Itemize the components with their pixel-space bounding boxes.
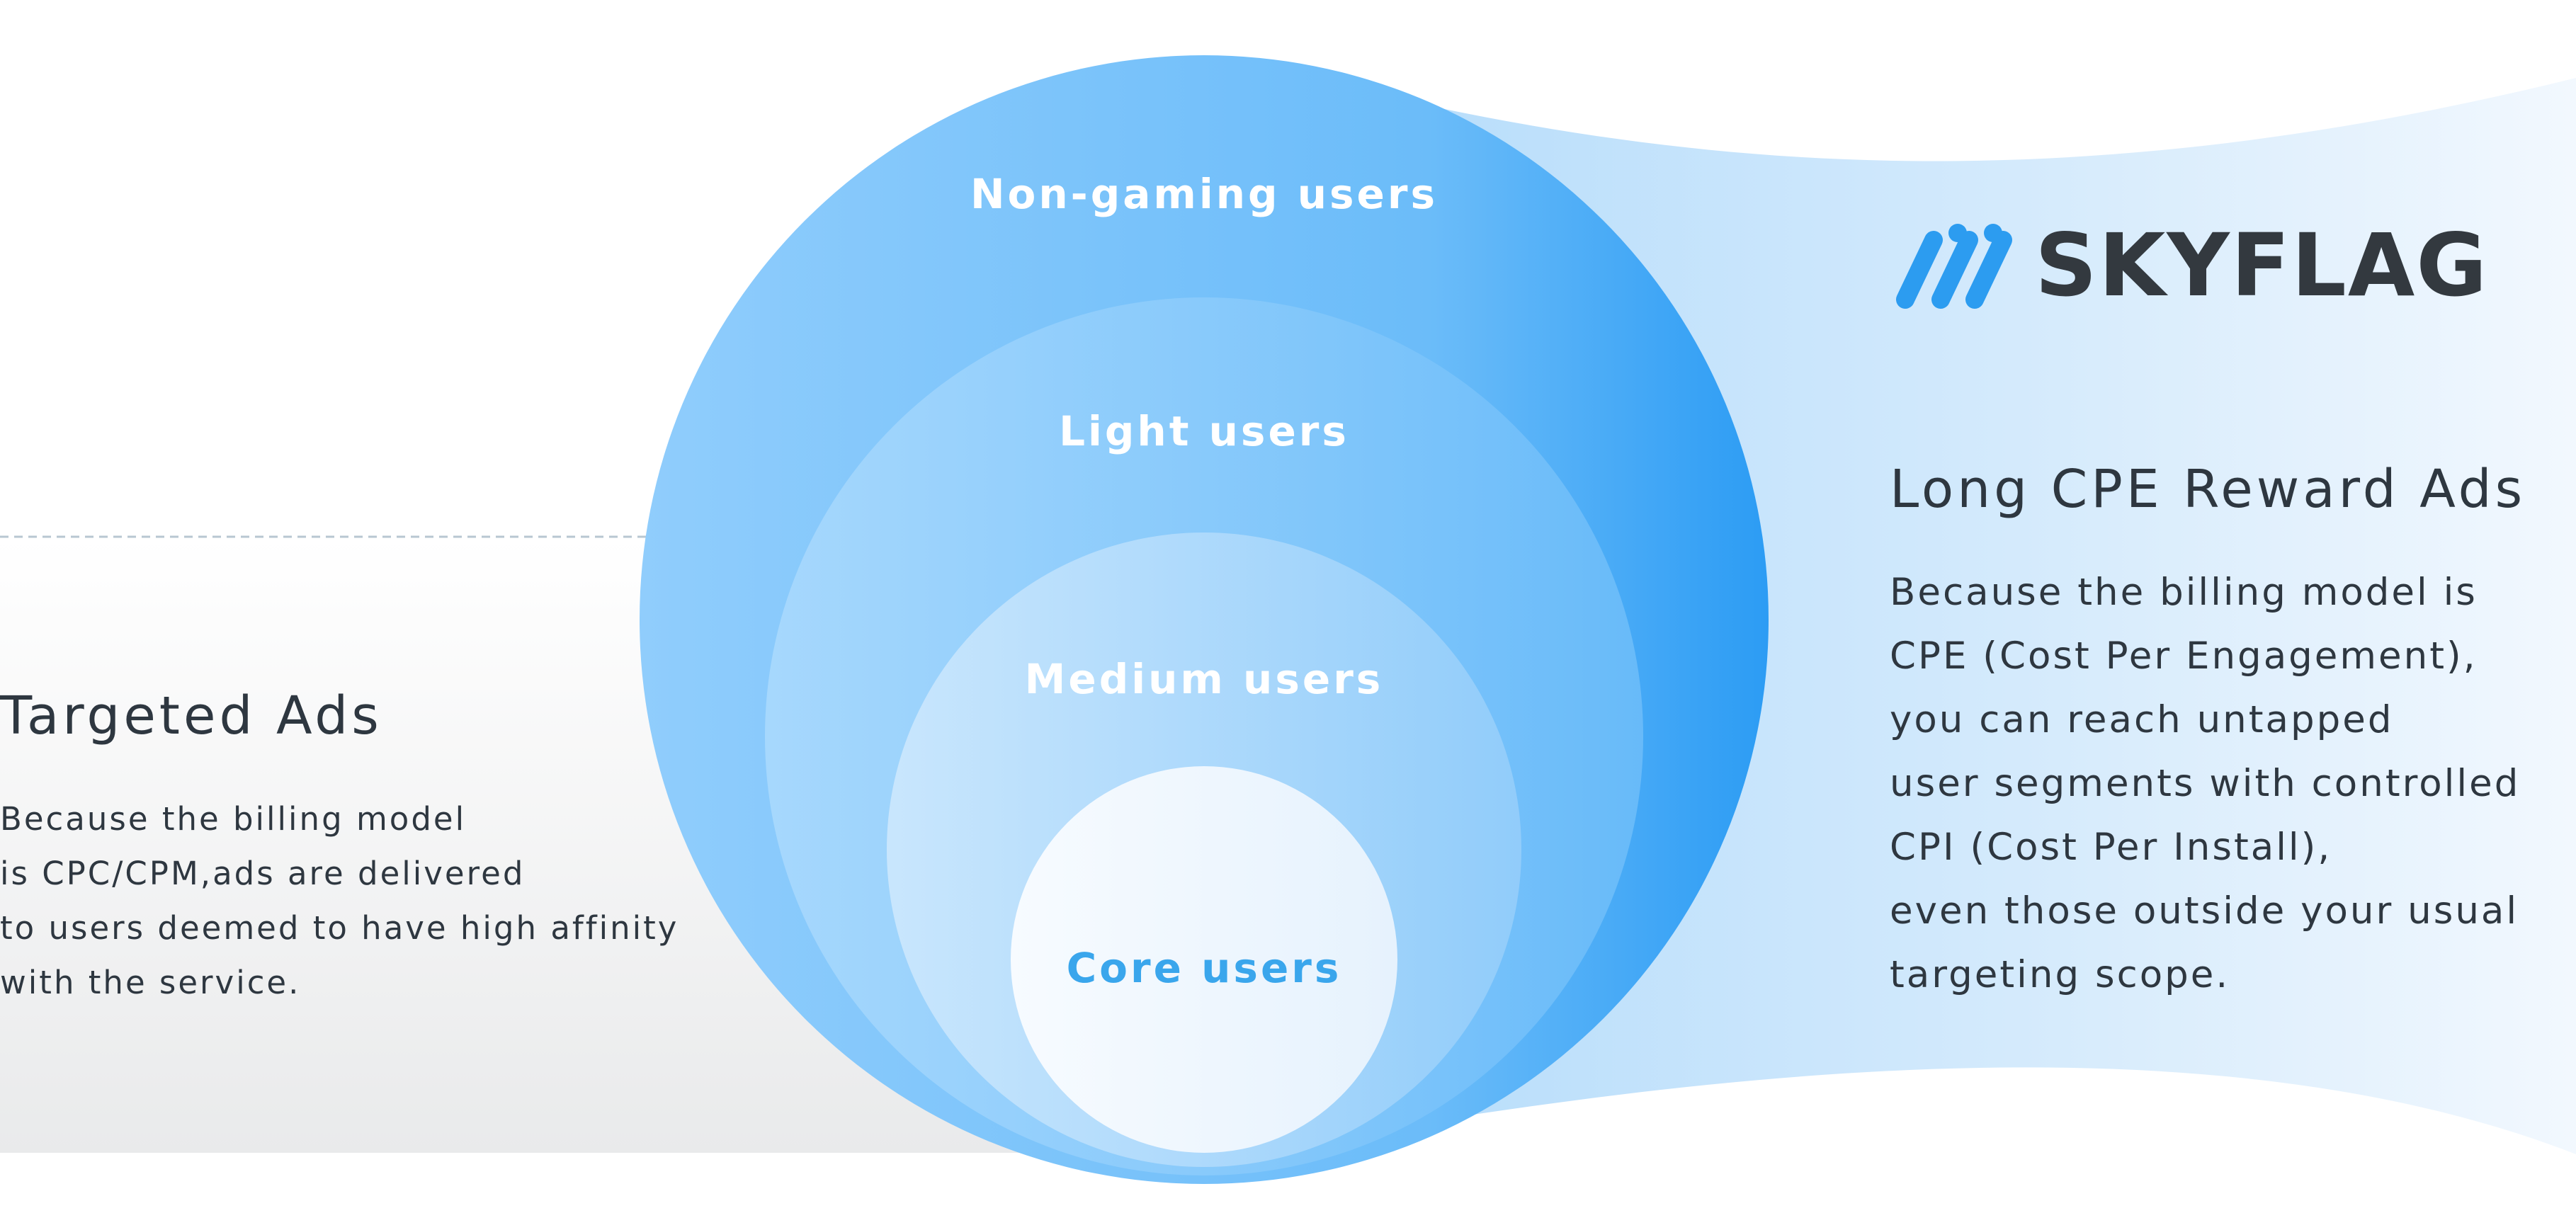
targeted-ads-line: is CPC/CPM,ads are delivered	[0, 855, 526, 892]
reward-ads-line: even those outside your usual	[1890, 889, 2519, 933]
long-cpe-reward-ads-title: Long CPE Reward Ads	[1890, 459, 2526, 520]
light-users-label: Light users	[1059, 407, 1349, 455]
reward-ads-line: targeting scope.	[1890, 953, 2230, 996]
reward-ads-band	[1431, 78, 2576, 1154]
targeted-ads-title: Targeted Ads	[0, 685, 382, 746]
core-users-circle	[1011, 766, 1397, 1153]
reward-ads-line: CPE (Cost Per Engagement),	[1890, 634, 2478, 678]
medium-users-label: Medium users	[1024, 655, 1384, 703]
reward-ads-line: Because the billing model is	[1890, 571, 2478, 614]
targeted-ads-line: with the service.	[0, 964, 301, 1001]
reward-ads-line: CPI (Cost Per Install),	[1890, 826, 2332, 869]
non-gaming-users-label: Non-gaming users	[970, 170, 1439, 218]
skyflag-brand: SKYFLAG	[1890, 212, 2488, 319]
targeted-ads-line: to users deemed to have high affinity	[0, 909, 679, 947]
skyflag-slash-logo-icon	[1896, 224, 2012, 309]
skyflag-wordmark: SKYFLAG	[2035, 215, 2489, 316]
reward-ads-line: user segments with controlled	[1890, 762, 2521, 805]
long-cpe-reward-ads-description: Because the billing model is CPE (Cost P…	[1890, 561, 2520, 1007]
targeted-ads-line: Because the billing model	[0, 800, 467, 838]
reward-ads-line: you can reach untapped	[1890, 698, 2394, 741]
targeted-ads-description: Because the billing model is CPC/CPM,ads…	[0, 792, 679, 1010]
core-users-label: Core users	[1066, 944, 1342, 992]
